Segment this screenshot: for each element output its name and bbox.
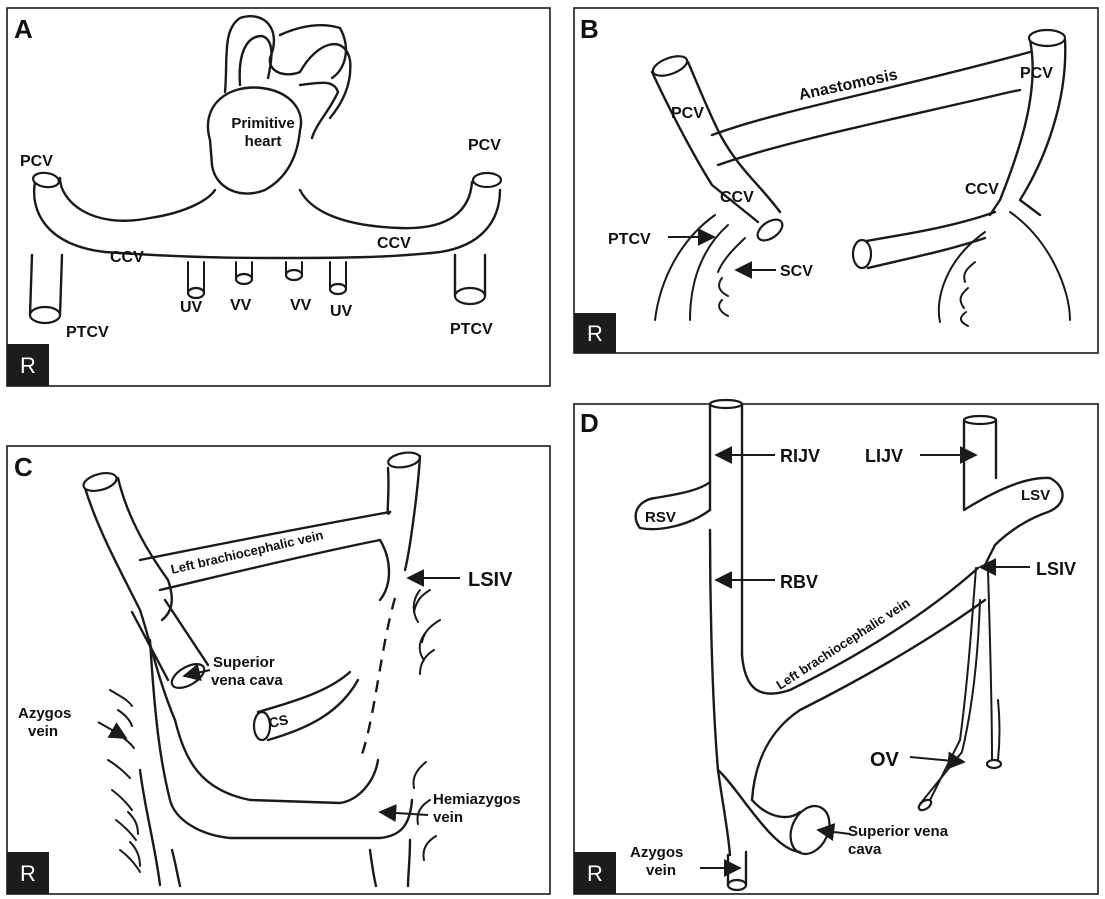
left-jugular bbox=[388, 456, 420, 570]
lsiv-label-d: LSIV bbox=[1036, 559, 1076, 579]
ov-label: OV bbox=[870, 749, 900, 771]
panel-c-letter: C bbox=[14, 452, 33, 482]
panel-b-r-label: R bbox=[587, 321, 603, 346]
ccv-right-tube-upper bbox=[860, 212, 995, 242]
ptcv-right-label: PTCV bbox=[450, 321, 493, 338]
panel-a-r-label: R bbox=[20, 353, 36, 378]
hemiazygos-label-2: vein bbox=[433, 809, 463, 826]
panel-b-frame bbox=[574, 8, 1098, 353]
anastomosis-upper bbox=[712, 52, 1030, 135]
ptcv-b-label: PTCV bbox=[608, 231, 651, 248]
panel-d-letter: D bbox=[580, 408, 599, 438]
azygos-trunk-left bbox=[140, 770, 160, 885]
azygos-label-c-1: Azygos bbox=[18, 705, 71, 722]
panel-b-letter: B bbox=[580, 14, 599, 44]
lijv-top bbox=[964, 416, 996, 424]
svc-label-d-1: Superior vena bbox=[848, 823, 949, 840]
ov-end bbox=[917, 798, 933, 813]
ptcv-curve bbox=[655, 215, 715, 320]
ccv-right-label: CCV bbox=[377, 235, 411, 252]
lsiv-label-c: LSIV bbox=[468, 569, 513, 591]
svc-label-d-2: cava bbox=[848, 841, 882, 858]
pcv-left-end bbox=[32, 171, 60, 188]
primitive-heart-label-2: heart bbox=[245, 133, 282, 150]
lsiv-end bbox=[987, 760, 1001, 768]
panel-c-frame bbox=[7, 446, 550, 894]
ptcv-right-end bbox=[455, 288, 485, 304]
panel-d-r-label: R bbox=[587, 861, 603, 886]
regressed-left-vein bbox=[360, 598, 395, 760]
left-ccv-upper bbox=[60, 178, 215, 221]
pcv-b-left-label: PCV bbox=[671, 105, 704, 122]
anastomosis-lower bbox=[718, 90, 1020, 165]
primitive-heart-label-1: Primitive bbox=[231, 115, 294, 132]
azygos-label-d-2: vein bbox=[646, 862, 676, 879]
vv-right-label: VV bbox=[290, 297, 312, 314]
azygos-label-c-2: vein bbox=[28, 723, 58, 740]
right-cardinal-outer bbox=[85, 488, 175, 720]
lsv-label: LSV bbox=[1021, 487, 1050, 504]
cs-label: CS bbox=[267, 711, 289, 731]
svc-end-d bbox=[783, 800, 837, 861]
azygos-end-d bbox=[728, 880, 746, 890]
hemiazygos-trunk bbox=[370, 840, 410, 886]
lbcv-label-d: Left brachiocephalic vein bbox=[773, 595, 912, 693]
panel-a: A Primitive heart PCV PCV bbox=[7, 8, 550, 386]
ccv-left-end bbox=[754, 215, 786, 244]
lsiv-descending bbox=[988, 570, 992, 760]
panel-a-letter: A bbox=[14, 14, 33, 44]
pcv-right-label: PCV bbox=[468, 137, 501, 154]
primitive-heart-shape bbox=[208, 16, 350, 193]
svc-label-c-1: Superior bbox=[213, 654, 275, 671]
pcv-left-label: PCV bbox=[20, 153, 53, 170]
ccv-right-end bbox=[853, 240, 871, 268]
svc-connector bbox=[718, 770, 800, 852]
umbilical-vitelline-stubs bbox=[188, 262, 346, 298]
lower-loop-upper bbox=[175, 720, 378, 803]
panel-c-r-label: R bbox=[20, 861, 36, 886]
right-cardinal-curve bbox=[1010, 212, 1070, 320]
right-brachiocephalic-inner bbox=[118, 478, 172, 620]
uv-right-label: UV bbox=[330, 303, 353, 320]
pcv-right-end bbox=[473, 173, 501, 187]
rbv-left-wall bbox=[710, 530, 730, 855]
svc-label-c-2: vena cava bbox=[211, 672, 283, 689]
ccv-b-right-label: CCV bbox=[965, 181, 999, 198]
azygos-arrow-c bbox=[98, 722, 126, 738]
ov-inner bbox=[920, 600, 1000, 804]
pcv-b-right-label: PCV bbox=[1020, 65, 1053, 82]
right-intercostal-stubs bbox=[961, 262, 975, 326]
rsv-label: RSV bbox=[645, 509, 676, 526]
scv-label: SCV bbox=[780, 263, 813, 280]
rbv-label: RBV bbox=[780, 572, 818, 592]
ptcv-curve-inner bbox=[690, 225, 728, 320]
rijv-top bbox=[710, 400, 742, 408]
hemiazygos-arrow-c bbox=[380, 812, 428, 815]
hemiazygos-label-1: Hemiazygos bbox=[433, 791, 521, 808]
pcv-right-end bbox=[1029, 30, 1065, 46]
uv-left-label: UV bbox=[180, 299, 203, 316]
panel-d: D RIJV LIJV RSV bbox=[574, 400, 1098, 894]
ptcv-left-label: PTCV bbox=[66, 324, 109, 341]
azygos-label-d-1: Azygos bbox=[630, 844, 683, 861]
vv-left-label: VV bbox=[230, 297, 252, 314]
rijv-label: RIJV bbox=[780, 446, 820, 466]
ccv-b-left-label: CCV bbox=[720, 189, 754, 206]
panel-c: C Lef bbox=[7, 446, 550, 894]
pcv-left-end bbox=[650, 52, 689, 79]
ccv-right-tube-lower bbox=[868, 238, 985, 268]
right-jugular-end bbox=[82, 470, 119, 494]
ptcv-left-end bbox=[30, 307, 60, 323]
panel-b: B Anastomosis PCV PCV CCV CCV PTCV SCV bbox=[574, 8, 1098, 353]
scv-stubs bbox=[718, 238, 745, 316]
right-ccv-upper bbox=[300, 182, 472, 228]
left-jugular-end bbox=[387, 450, 421, 469]
azygos-trunk-right bbox=[172, 850, 180, 886]
ccv-left-label: CCV bbox=[110, 249, 144, 266]
lijv-label: LIJV bbox=[865, 446, 903, 466]
